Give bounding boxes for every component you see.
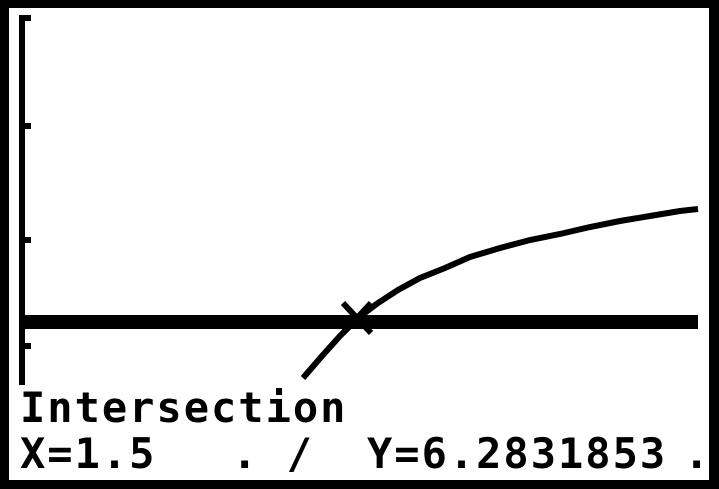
- x-readout-tail: . /: [232, 429, 314, 478]
- screen-background: [9, 8, 709, 480]
- y-axis: [19, 15, 31, 385]
- cursor-stroke: [340, 300, 374, 336]
- x-readout: X=1.5: [20, 429, 156, 478]
- intersection-cursor-icon: [340, 300, 374, 336]
- y-axis-tick: [19, 237, 31, 243]
- y-readout: Y=6.2831853: [367, 429, 667, 478]
- y-axis-tick: [19, 123, 31, 129]
- y-readout-tail: .: [684, 429, 711, 478]
- mode-label: Intersection: [20, 383, 347, 432]
- y-axis-tick: [19, 343, 31, 349]
- y-axis-line: [19, 15, 25, 385]
- y-axis-top-tick: [19, 15, 31, 21]
